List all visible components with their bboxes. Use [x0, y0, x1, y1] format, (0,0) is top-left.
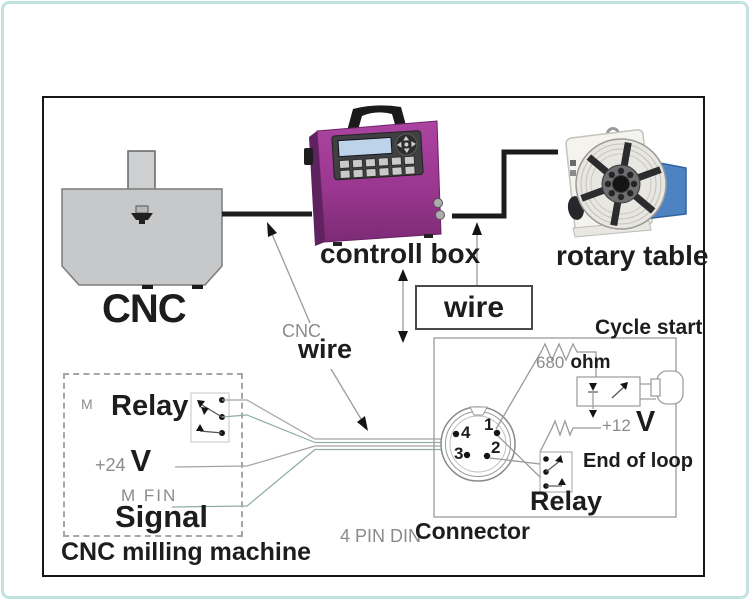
resistor-680-label: 680 ohm: [536, 353, 610, 372]
wire-box: wire: [415, 285, 533, 330]
plus-12-unit: V: [635, 406, 656, 438]
connector-circuit-box: [433, 337, 677, 518]
tslot-spokes: [580, 142, 662, 226]
resistor-680-icon: [540, 342, 597, 377]
cnc-milling-machine-box: [63, 373, 243, 537]
keyway-notch: [469, 406, 488, 416]
resistor-12v-icon: [551, 419, 601, 437]
pin-4-label: 4: [461, 423, 471, 442]
connector-label: Connector: [415, 518, 530, 544]
cycle-start-label: Cycle start: [595, 316, 703, 339]
plus-24-unit: V: [130, 443, 152, 478]
relay-label-right: Relay: [530, 486, 603, 516]
lcd-screen: [337, 136, 393, 158]
cnc-machine-illustration: [61, 150, 223, 289]
cnc-machine-body: [61, 188, 223, 286]
handle-icon: [347, 105, 407, 131]
cable-controlbox-to-rotary: [452, 149, 558, 219]
pin-2-dot: [483, 452, 491, 460]
plug-jack-icon: [650, 370, 684, 405]
rotary-table-illustration: [565, 127, 687, 238]
control-panel: [331, 130, 424, 181]
wire-box-label: wire: [443, 290, 505, 324]
control-box-label: controll box: [320, 238, 481, 269]
bolt-holes: [604, 167, 638, 201]
plus-12v-label: +12 V: [602, 408, 655, 437]
arrow-to-rotary-cable: [472, 222, 482, 235]
relay-label-left: Relay: [111, 390, 189, 422]
rotary-table-label: rotary table: [556, 240, 709, 271]
pin-3-label: 3: [454, 444, 464, 463]
pin-3-dot: [463, 451, 471, 459]
cnc-label: CNC: [102, 287, 187, 331]
pin-4-dot: [452, 430, 460, 438]
relay-contacts-icon-right: [539, 451, 573, 493]
optocoupler-icon: [576, 376, 656, 418]
signal-label: Signal: [115, 499, 209, 534]
double-arrow-top: [398, 269, 408, 281]
plus-24-value: +24: [95, 455, 126, 475]
signal-wires: [171, 399, 442, 508]
control-box-illustration: [304, 105, 445, 246]
pin-2-label: 2: [491, 438, 501, 457]
pin-1-label: 1: [484, 415, 494, 434]
plus-24v-label: +24 V: [95, 445, 151, 476]
din-type-label: 4 PIN DIN: [340, 526, 422, 546]
arrow-to-cnc-cable: [267, 222, 277, 237]
cnc-wire-prefix: CNC: [282, 321, 321, 341]
pointer-arrows: [267, 222, 482, 431]
circuit-wires: [489, 342, 601, 479]
cnc-wire-label: wire: [298, 334, 353, 364]
relay-contacts-icon-left: [190, 392, 230, 443]
resistor-value: 680: [536, 353, 565, 372]
pin-1-dot: [493, 429, 501, 437]
diagram-frame: [42, 96, 705, 577]
cnc-tool-icon: [131, 213, 153, 220]
resistor-unit: ohm: [570, 352, 611, 373]
keypad-buttons: [338, 155, 416, 180]
end-of-loop-label: End of loop: [583, 450, 693, 472]
din-connector-icon: [440, 406, 516, 482]
cnc-milling-machine-caption: CNC milling machine: [61, 538, 312, 566]
arrow-to-wire-bundle: [357, 416, 368, 431]
cnc-spindle-nose: [135, 205, 149, 214]
double-arrow-bottom: [398, 331, 408, 343]
side-connector-icon: [304, 148, 313, 165]
rotary-faceplate: [575, 138, 667, 230]
din-socket-icon: [435, 210, 445, 220]
din-socket-icon: [433, 198, 443, 208]
m-label: M: [81, 396, 93, 412]
plus-12-value: +12: [602, 416, 631, 435]
m-fin-label: M FIN: [121, 486, 178, 505]
